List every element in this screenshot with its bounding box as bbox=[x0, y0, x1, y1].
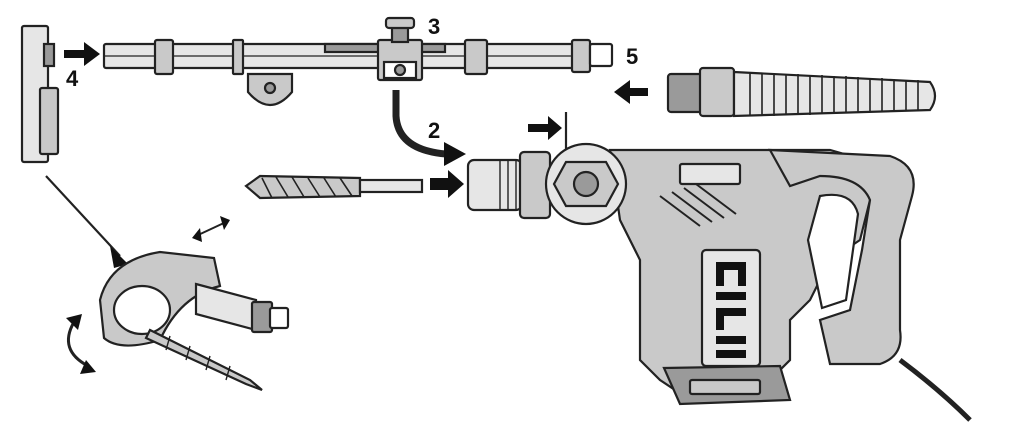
end-cap-plate bbox=[20, 24, 60, 164]
callout-2-label: 2 bbox=[428, 118, 440, 143]
dust-shroud-detail bbox=[45, 175, 290, 392]
callout-5: 5 bbox=[614, 44, 648, 104]
dust-hose bbox=[666, 66, 937, 118]
callout-3: 3 bbox=[428, 14, 440, 39]
dust-rail-assembly bbox=[102, 16, 614, 107]
callout-4: 4 bbox=[64, 42, 100, 91]
brand-logo bbox=[716, 262, 746, 358]
drill-bit bbox=[244, 170, 464, 200]
hammer-drill bbox=[466, 112, 972, 422]
callout-4-label: 4 bbox=[66, 66, 79, 91]
callout-3-label: 3 bbox=[428, 14, 440, 39]
callout-2: 2 bbox=[392, 90, 466, 166]
callout-5-label: 5 bbox=[626, 44, 638, 69]
